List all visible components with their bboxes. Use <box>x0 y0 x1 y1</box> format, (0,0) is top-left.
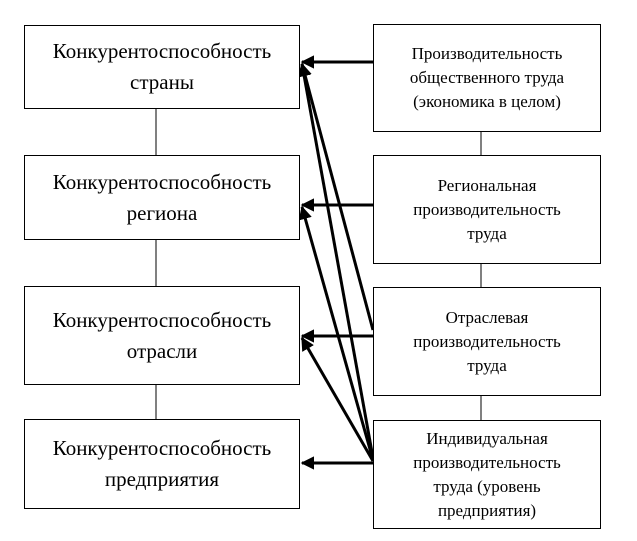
industry-competitiveness-line1: Конкурентоспособность <box>52 307 272 332</box>
region-competitiveness-box: Конкурентоспособность региона <box>24 155 300 240</box>
arrow-individual-to-region <box>298 205 375 461</box>
country-competitiveness-box: Конкурентоспособность страны <box>24 25 300 109</box>
social-productivity-line2: общественного труда <box>409 68 565 87</box>
enterprise-competitiveness-box: Конкурентоспособность предприятия <box>24 419 300 509</box>
country-competitiveness-line2: страны <box>130 70 194 94</box>
sectoral-productivity-line2: производительность <box>413 331 561 351</box>
regional-productivity-line2: производительность <box>413 199 561 219</box>
social-productivity-line3: (экономика в целом) <box>413 92 561 111</box>
enterprise-competitiveness-line2: предприятия <box>104 467 220 491</box>
country-competitiveness-line1: Конкурентоспособность <box>52 39 272 63</box>
individual-productivity-line2: производительность <box>413 452 561 472</box>
individual-productivity-line4: предприятия) <box>437 500 537 520</box>
arrow-individual-to-industry <box>300 336 375 462</box>
individual-productivity-line3: труда (уровень <box>433 476 541 496</box>
sectoral-productivity-box: Отраслевая производительность труда <box>373 287 601 396</box>
region-competitiveness-line1: Конкурентоспособность <box>52 169 272 194</box>
arrow-individual-to-country <box>297 62 375 459</box>
region-competitiveness-line2: региона <box>126 200 198 225</box>
industry-competitiveness-line2: отрасли <box>126 338 198 363</box>
sectoral-productivity-line3: труда <box>467 355 507 375</box>
individual-productivity-box: Индивидуальная производительность труда … <box>373 420 601 529</box>
arrow-sectoral-to-country <box>298 62 375 331</box>
social-productivity-box: Производительность общественного труда (… <box>373 24 601 132</box>
regional-productivity-line1: Региональная <box>437 175 537 195</box>
regional-productivity-box: Региональная производительность труда <box>373 155 601 264</box>
regional-productivity-line3: труда <box>467 223 507 243</box>
individual-productivity-line1: Индивидуальная <box>426 428 548 448</box>
enterprise-competitiveness-line1: Конкурентоспособность <box>52 436 272 460</box>
social-productivity-line1: Производительность <box>411 44 563 63</box>
sectoral-productivity-line1: Отраслевая <box>445 307 529 327</box>
industry-competitiveness-box: Конкурентоспособность отрасли <box>24 286 300 385</box>
